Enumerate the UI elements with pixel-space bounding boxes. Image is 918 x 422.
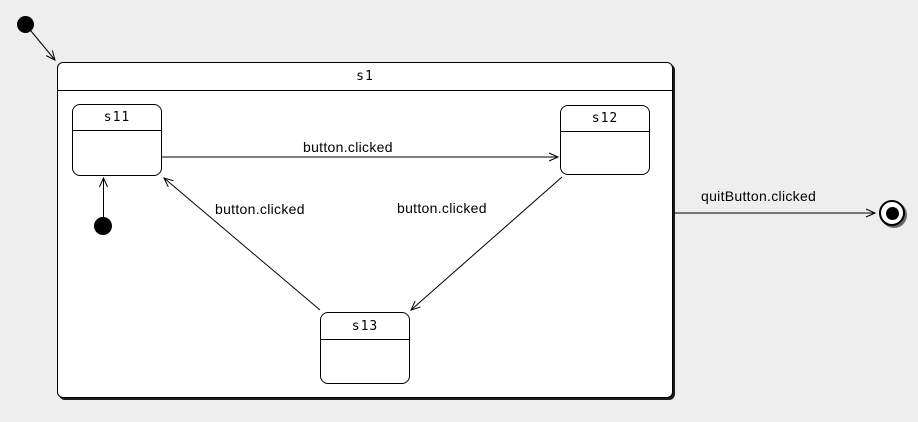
state-s11-title-label: s11 xyxy=(73,105,161,131)
state-s12[interactable]: s12 xyxy=(560,105,650,175)
final-state-icon[interactable] xyxy=(879,200,905,226)
transition-label-s13-s11[interactable]: button.clicked xyxy=(215,201,305,217)
inner-initial-state-icon[interactable] xyxy=(94,217,112,235)
transition-label-s11-s12[interactable]: button.clicked xyxy=(303,139,393,155)
state-s11[interactable]: s11 xyxy=(72,104,162,176)
initial-state-icon[interactable] xyxy=(17,16,34,33)
state-s1-title-label: s1 xyxy=(58,63,672,91)
state-s12-title-label: s12 xyxy=(561,106,649,132)
state-s13-title-label: s13 xyxy=(321,313,409,340)
transition-label-s12-s13[interactable]: button.clicked xyxy=(397,200,487,216)
transition-label-s1-final[interactable]: quitButton.clicked xyxy=(701,188,817,204)
transition-initial-to-s1-line[interactable] xyxy=(30,30,56,61)
final-state-inner-dot xyxy=(885,206,899,220)
state-s13[interactable]: s13 xyxy=(320,312,410,384)
